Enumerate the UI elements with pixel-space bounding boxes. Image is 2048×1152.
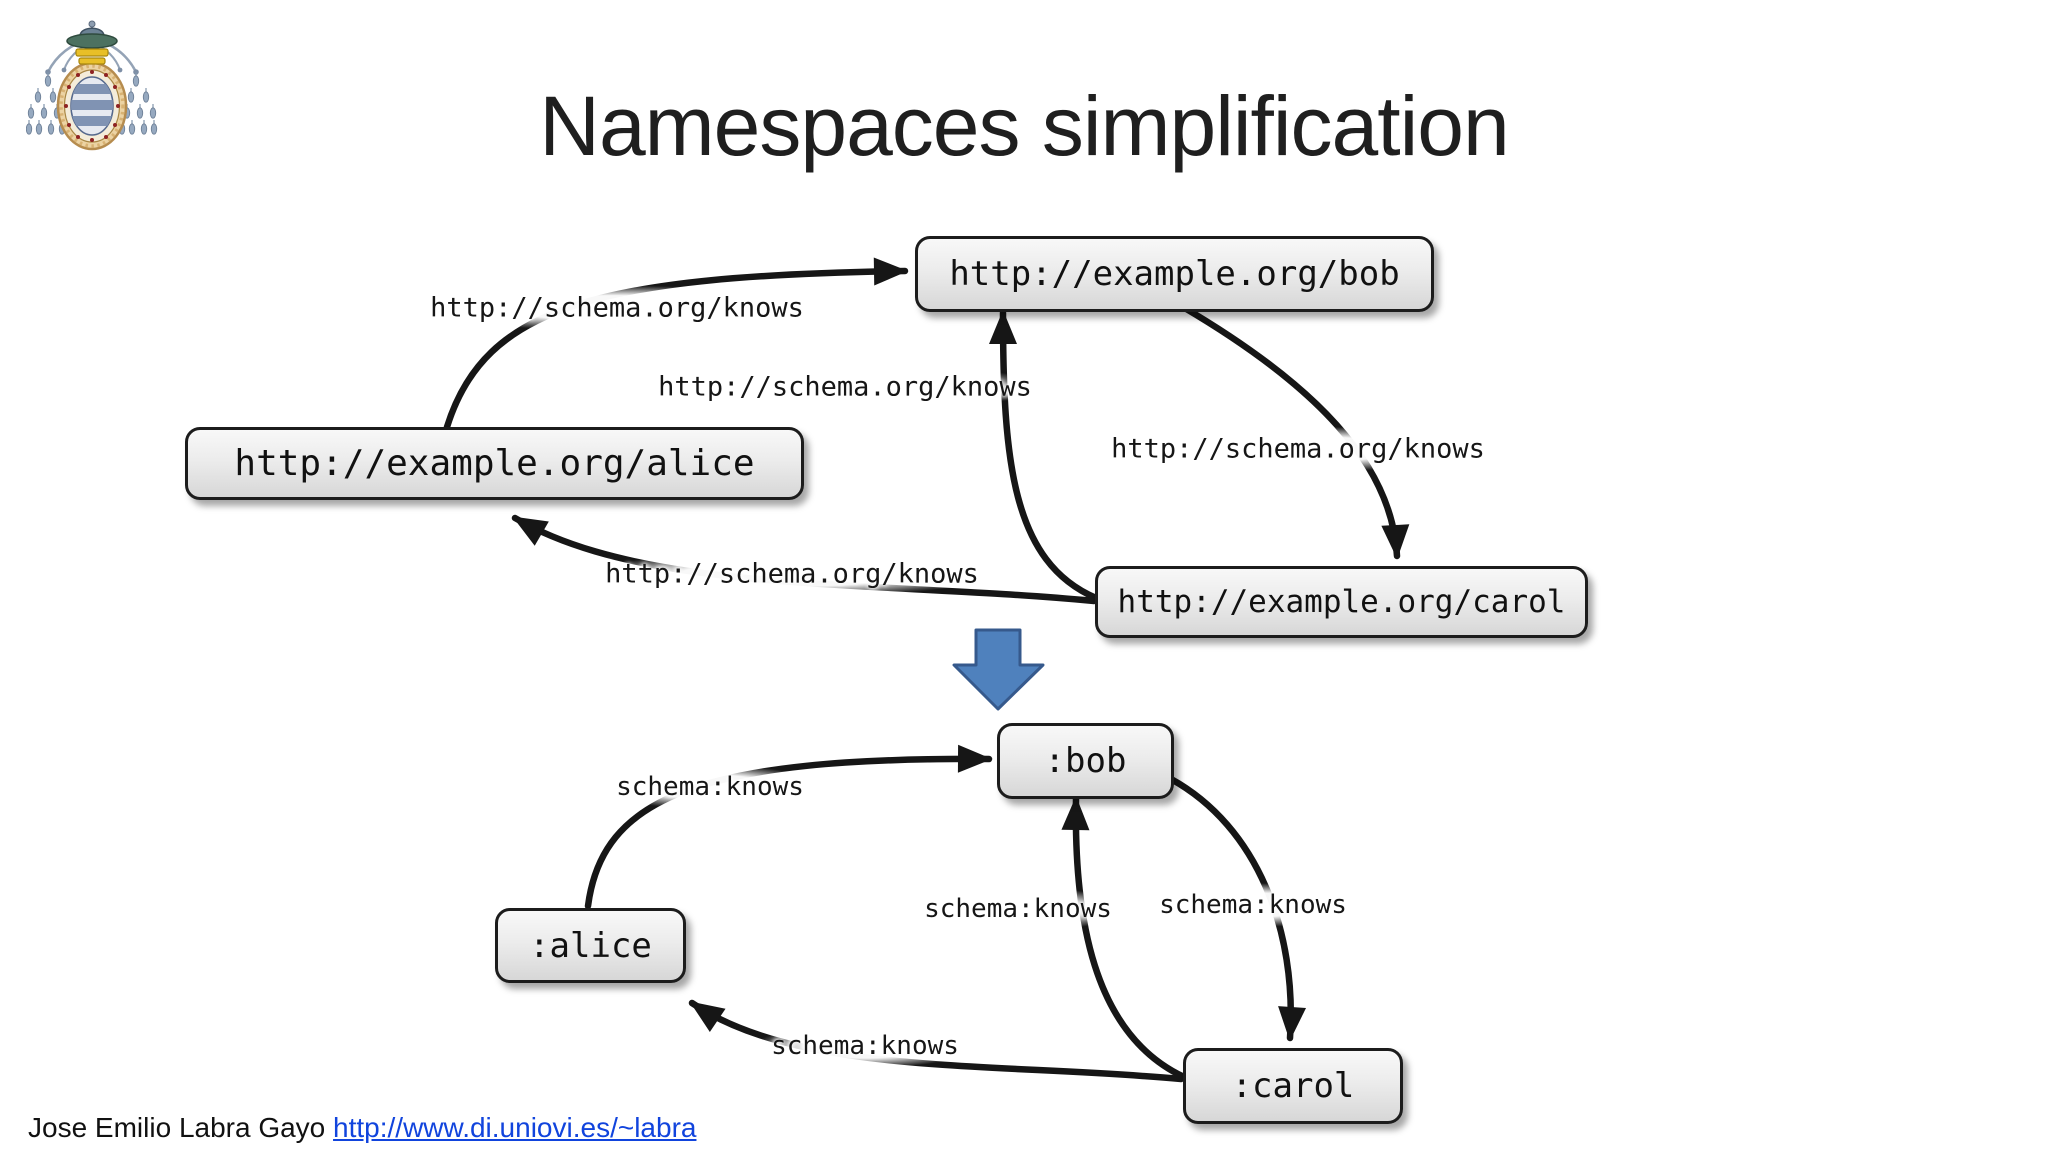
edge-label-knows-uri: http://schema.org/knows (589, 551, 995, 597)
transform-down-arrow-icon (952, 628, 1045, 711)
page-title: Namespaces simplification (539, 79, 1509, 173)
university-crest-logo (26, 20, 158, 151)
node-carol-prefixed: :carol (1183, 1048, 1403, 1124)
edge-label-knows-uri: http://schema.org/knows (1095, 426, 1501, 472)
edge-carol-knows-bob-prefixed (1061, 795, 1188, 1081)
node-alice-uri: http://example.org/alice (185, 427, 804, 500)
edge-carol-knows-bob (989, 309, 1100, 602)
edge-label-knows-prefixed: schema:knows (1143, 883, 1363, 927)
edge-label-knows-prefixed: schema:knows (908, 887, 1128, 931)
edge-label-knows-uri: http://schema.org/knows (642, 364, 1048, 410)
edge-label-knows-prefixed: schema:knows (755, 1024, 975, 1068)
node-bob-prefixed: :bob (997, 723, 1174, 799)
footer-author: Jose Emilio Labra Gayo (28, 1112, 334, 1143)
edge-bob-knows-carol (1179, 303, 1410, 560)
edge-label-knows-prefixed: schema:knows (600, 765, 820, 809)
footer-link[interactable]: http://www.di.uniovi.es/~labra (333, 1112, 697, 1143)
crest-hat (66, 20, 118, 65)
footer: Jose Emilio Labra Gayo http://www.di.uni… (28, 1112, 696, 1144)
node-alice-prefixed: :alice (495, 908, 686, 983)
node-carol-uri: http://example.org/carol (1095, 566, 1588, 638)
node-bob-uri: http://example.org/bob (915, 236, 1434, 312)
edge-label-knows-uri: http://schema.org/knows (414, 285, 820, 331)
crest-shield (56, 61, 128, 151)
